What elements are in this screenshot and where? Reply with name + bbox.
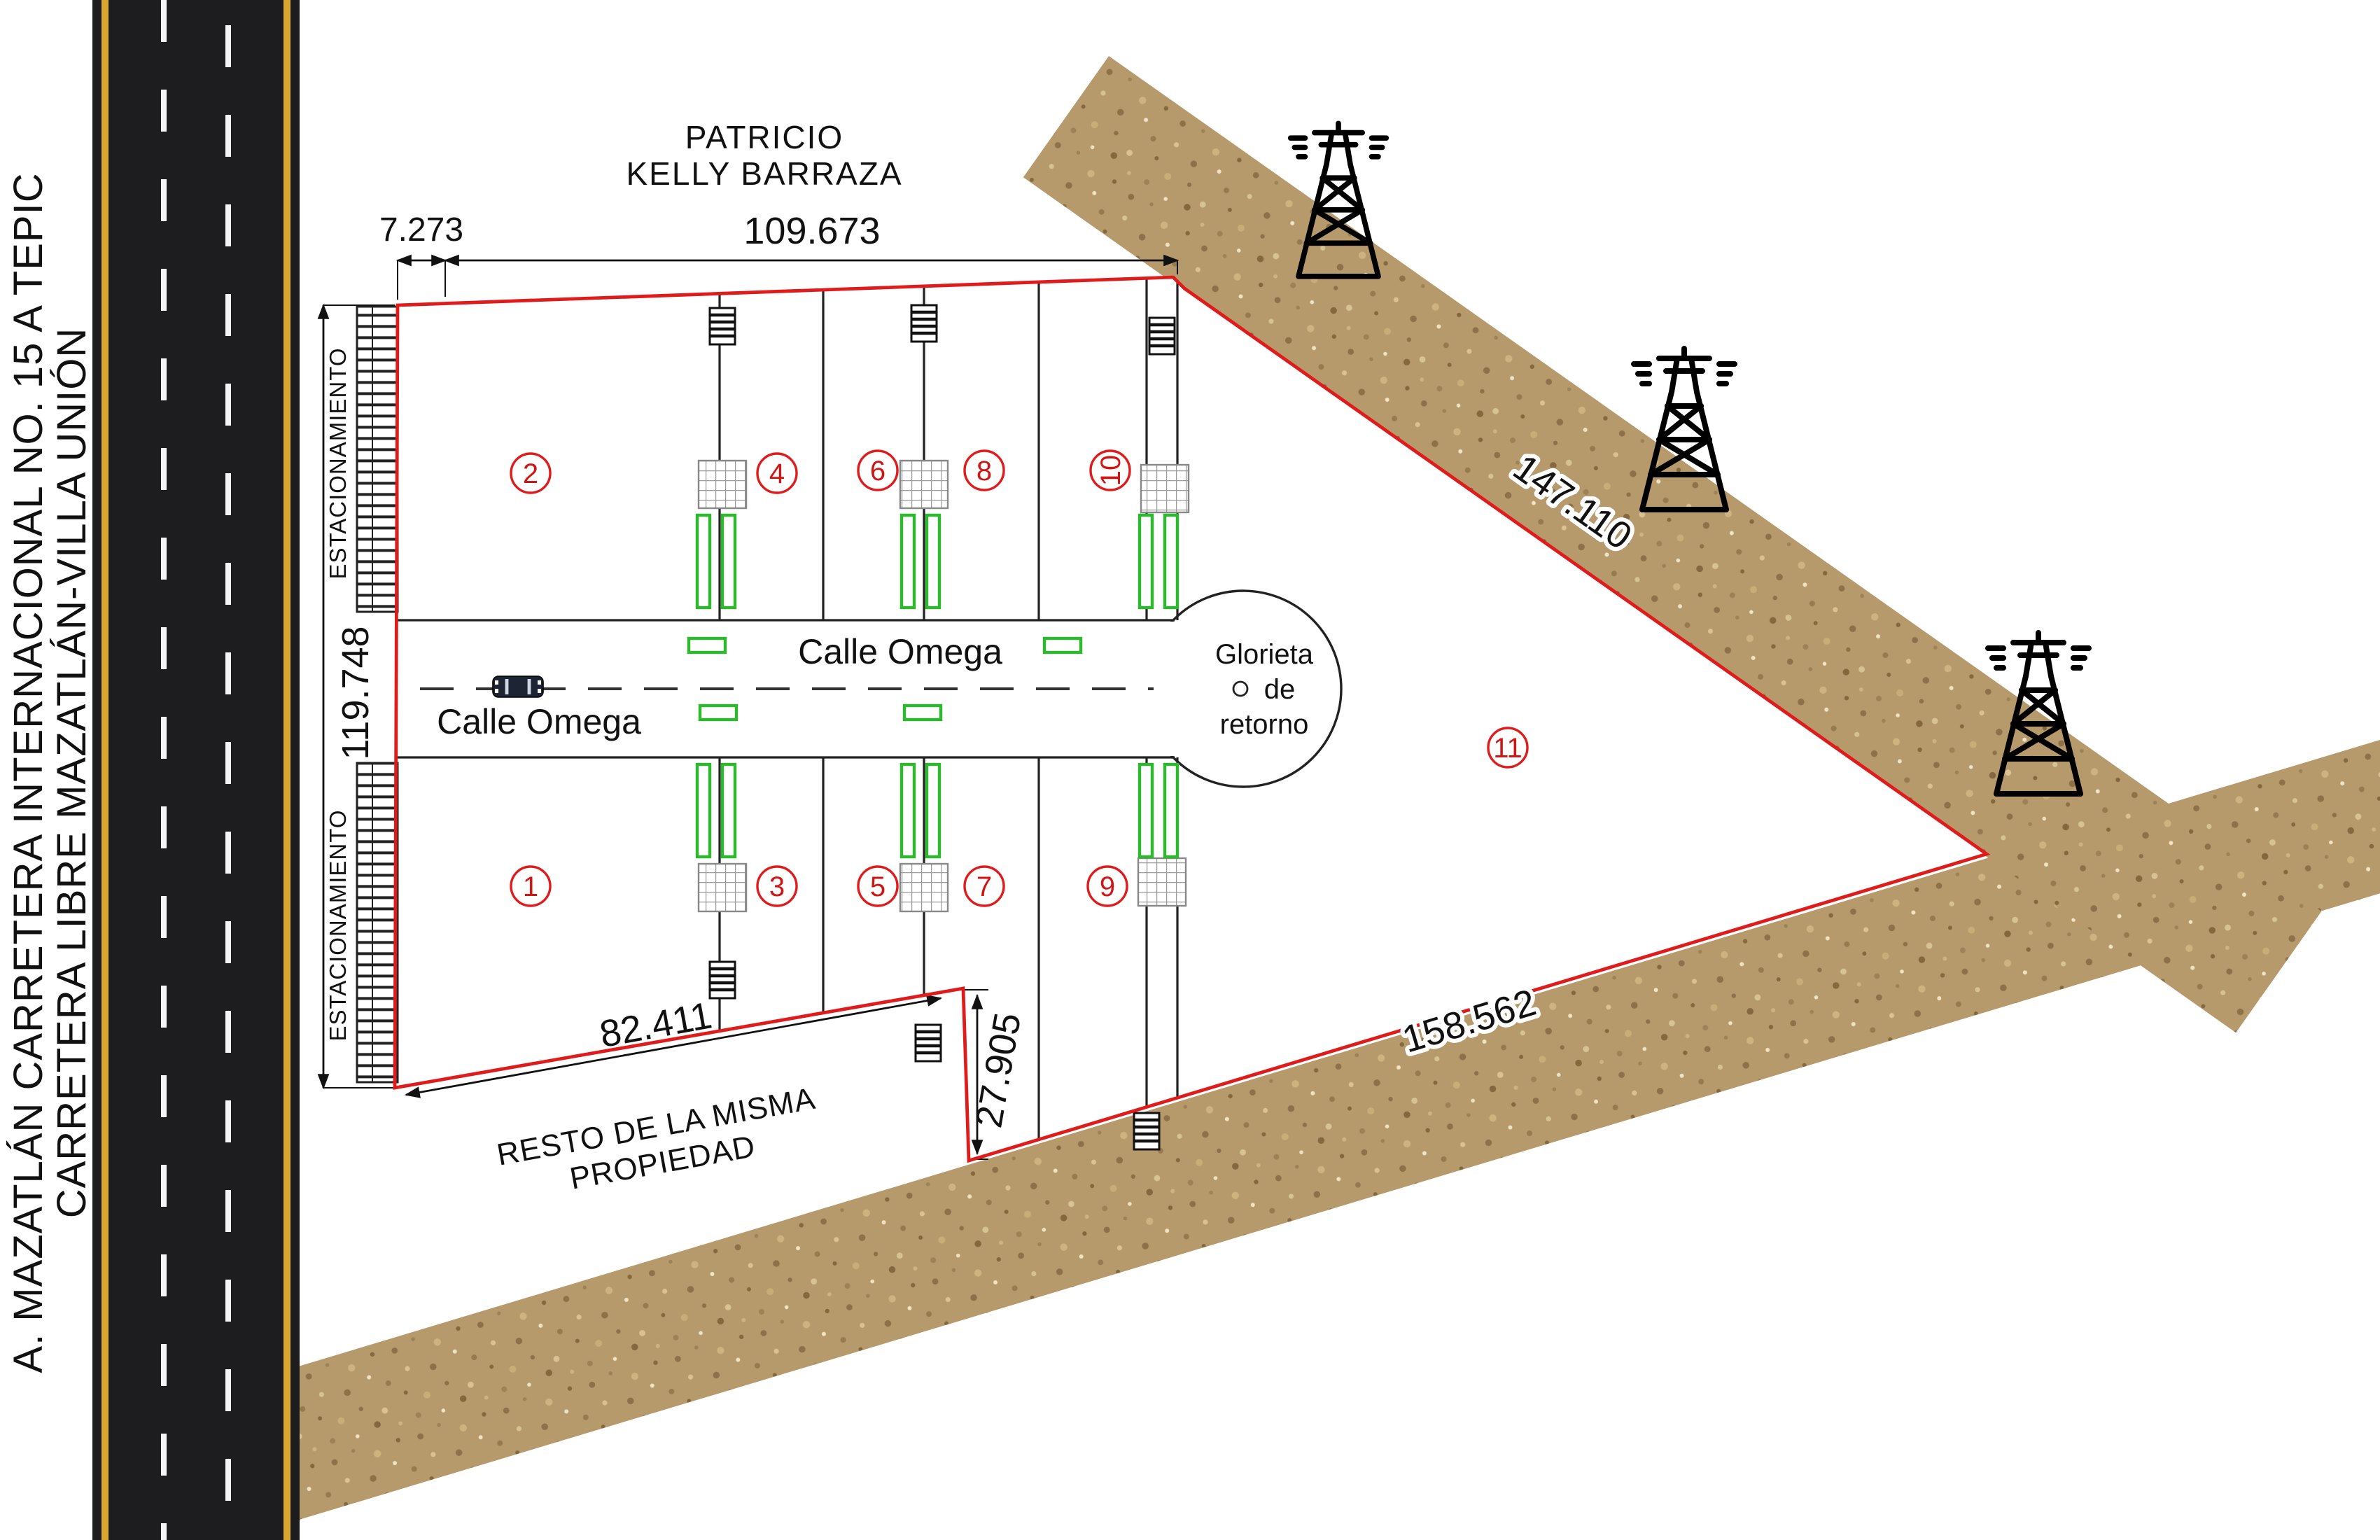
parking-label-bottom: ESTACIONAMIENTO <box>325 810 351 1042</box>
lot-marker-7: 7 <box>963 865 1005 907</box>
highway-title-line1: A. MAZATLÁN CARRETERA INTERNACIONAL NO. … <box>6 172 51 1373</box>
lot-markers: 1 2 3 4 5 6 7 8 9 10 11 <box>510 449 1529 907</box>
lot-marker-6: 6 <box>857 449 899 491</box>
highway-title: A. MAZATLÁN CARRETERA INTERNACIONAL NO. … <box>6 172 94 1373</box>
dim-west: 119.748 <box>335 626 377 760</box>
glorieta-label-line1: Glorieta <box>1215 639 1314 670</box>
svg-text:6: 6 <box>870 456 886 486</box>
lot-marker-2: 2 <box>510 452 552 494</box>
glorieta-label-line2: de <box>1264 674 1296 705</box>
car-icon <box>492 676 544 698</box>
svg-text:11: 11 <box>1493 733 1522 764</box>
yellow-edge-lines <box>102 0 290 1540</box>
svg-text:10: 10 <box>1096 455 1126 486</box>
white-lane-dashes <box>161 0 231 1540</box>
street-label-omega-lower: Calle Omega <box>437 702 641 741</box>
lot-marker-8: 8 <box>963 449 1005 491</box>
lot-marker-10: 10 <box>1089 449 1131 491</box>
lot-marker-9: 9 <box>1086 865 1128 907</box>
lot-marker-5: 5 <box>857 865 899 907</box>
green-structures <box>687 513 1180 859</box>
svg-text:9: 9 <box>1100 872 1115 902</box>
svg-text:5: 5 <box>870 872 886 902</box>
svg-text:8: 8 <box>976 456 992 486</box>
svg-text:2: 2 <box>523 458 538 489</box>
parking-label-top: ESTACIONAMIENTO <box>325 348 351 580</box>
svg-text:3: 3 <box>769 872 785 902</box>
svg-text:1: 1 <box>523 872 538 902</box>
lot-marker-1: 1 <box>510 865 552 907</box>
dirt-road-southeast <box>210 739 2380 1534</box>
lot-marker-4: 4 <box>756 452 798 494</box>
neighbor-label: PATRICIO KELLY BARRAZA <box>626 119 902 192</box>
highway-title-line2: CARRETERA LIBRE MAZATLÁN-VILLA UNIÓN <box>49 328 94 1219</box>
dimensions: 7.273 109.673 119.748 82.411 27.905 <box>317 210 1180 1160</box>
parking-strip-bottom <box>356 762 399 1084</box>
dim-top: 109.673 <box>743 210 880 252</box>
svg-text:4: 4 <box>769 458 785 489</box>
neighbor-label-line2: KELLY BARRAZA <box>626 155 902 192</box>
asphalt-surface <box>92 0 300 1540</box>
dim-offset: 7.273 <box>379 211 463 248</box>
glorieta-labels: Glorieta de retorno <box>1215 639 1314 740</box>
utility-grates <box>697 459 1190 913</box>
property-boundary <box>393 275 1991 1163</box>
neighbor-label-line1: PATRICIO <box>685 119 844 155</box>
highway-road <box>92 0 300 1540</box>
lot-marker-11: 11 <box>1487 727 1529 769</box>
svg-text:7: 7 <box>976 872 992 902</box>
street-label-omega-upper: Calle Omega <box>798 632 1002 671</box>
glorieta-center-icon <box>1232 680 1249 697</box>
parking-strip-top <box>356 305 399 613</box>
lot-marker-3: 3 <box>756 865 798 907</box>
glorieta-label-line3: retorno <box>1220 709 1309 740</box>
